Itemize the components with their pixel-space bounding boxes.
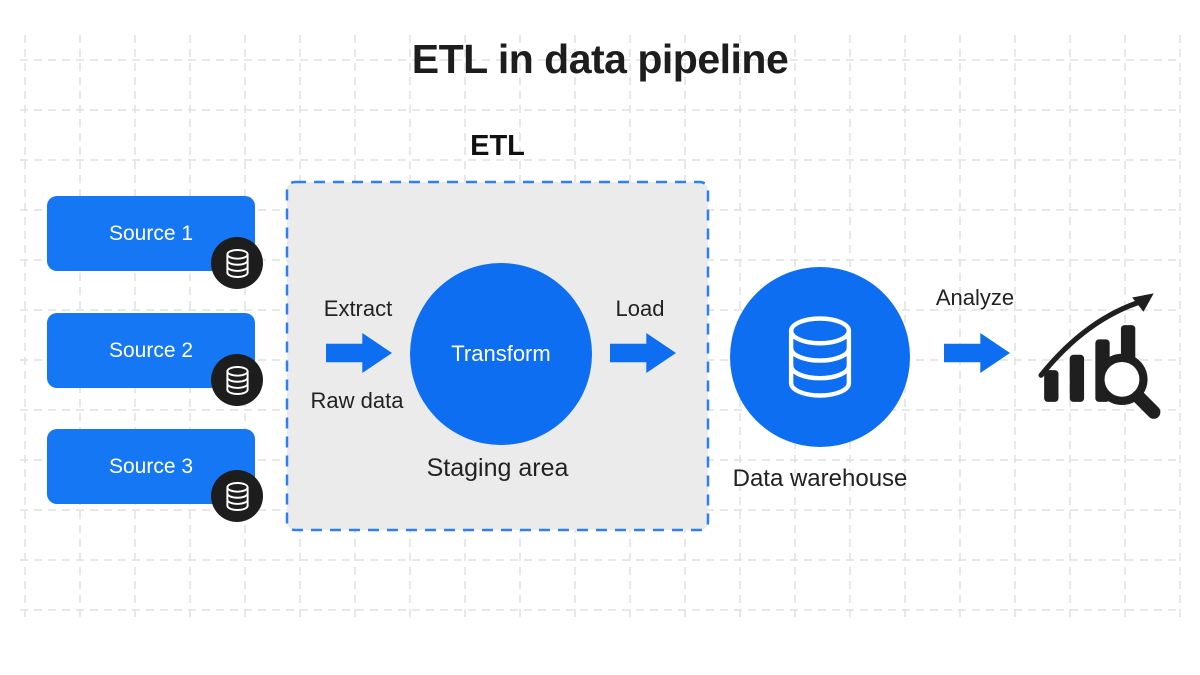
source-1-database-badge [211, 237, 263, 289]
database-icon [225, 248, 249, 278]
database-icon [788, 316, 852, 398]
extract-label: Extract [323, 296, 393, 321]
source-3-label: Source 3 [108, 454, 194, 478]
transform-node: Transform [410, 263, 592, 445]
source-2-box: Source 2 [47, 313, 255, 388]
data-warehouse-label: Data warehouse [732, 465, 908, 492]
source-2-database-badge [211, 354, 263, 406]
transform-label: Transform [451, 341, 551, 366]
raw-data-label: Raw data [310, 388, 404, 413]
analyze-label: Analyze [935, 285, 1015, 310]
etl-heading: ETL [470, 130, 525, 162]
staging-area-label: Staging area [426, 454, 569, 482]
bar-chart-magnifier-icon [1038, 293, 1161, 419]
source-3-database-badge [211, 470, 263, 522]
database-icon [225, 481, 249, 511]
load-label: Load [615, 296, 665, 321]
data-warehouse-node [730, 267, 910, 447]
database-icon [225, 365, 249, 395]
page-title: ETL in data pipeline [411, 36, 789, 82]
source-2-label: Source 2 [108, 338, 194, 362]
source-1-label: Source 1 [108, 221, 194, 245]
